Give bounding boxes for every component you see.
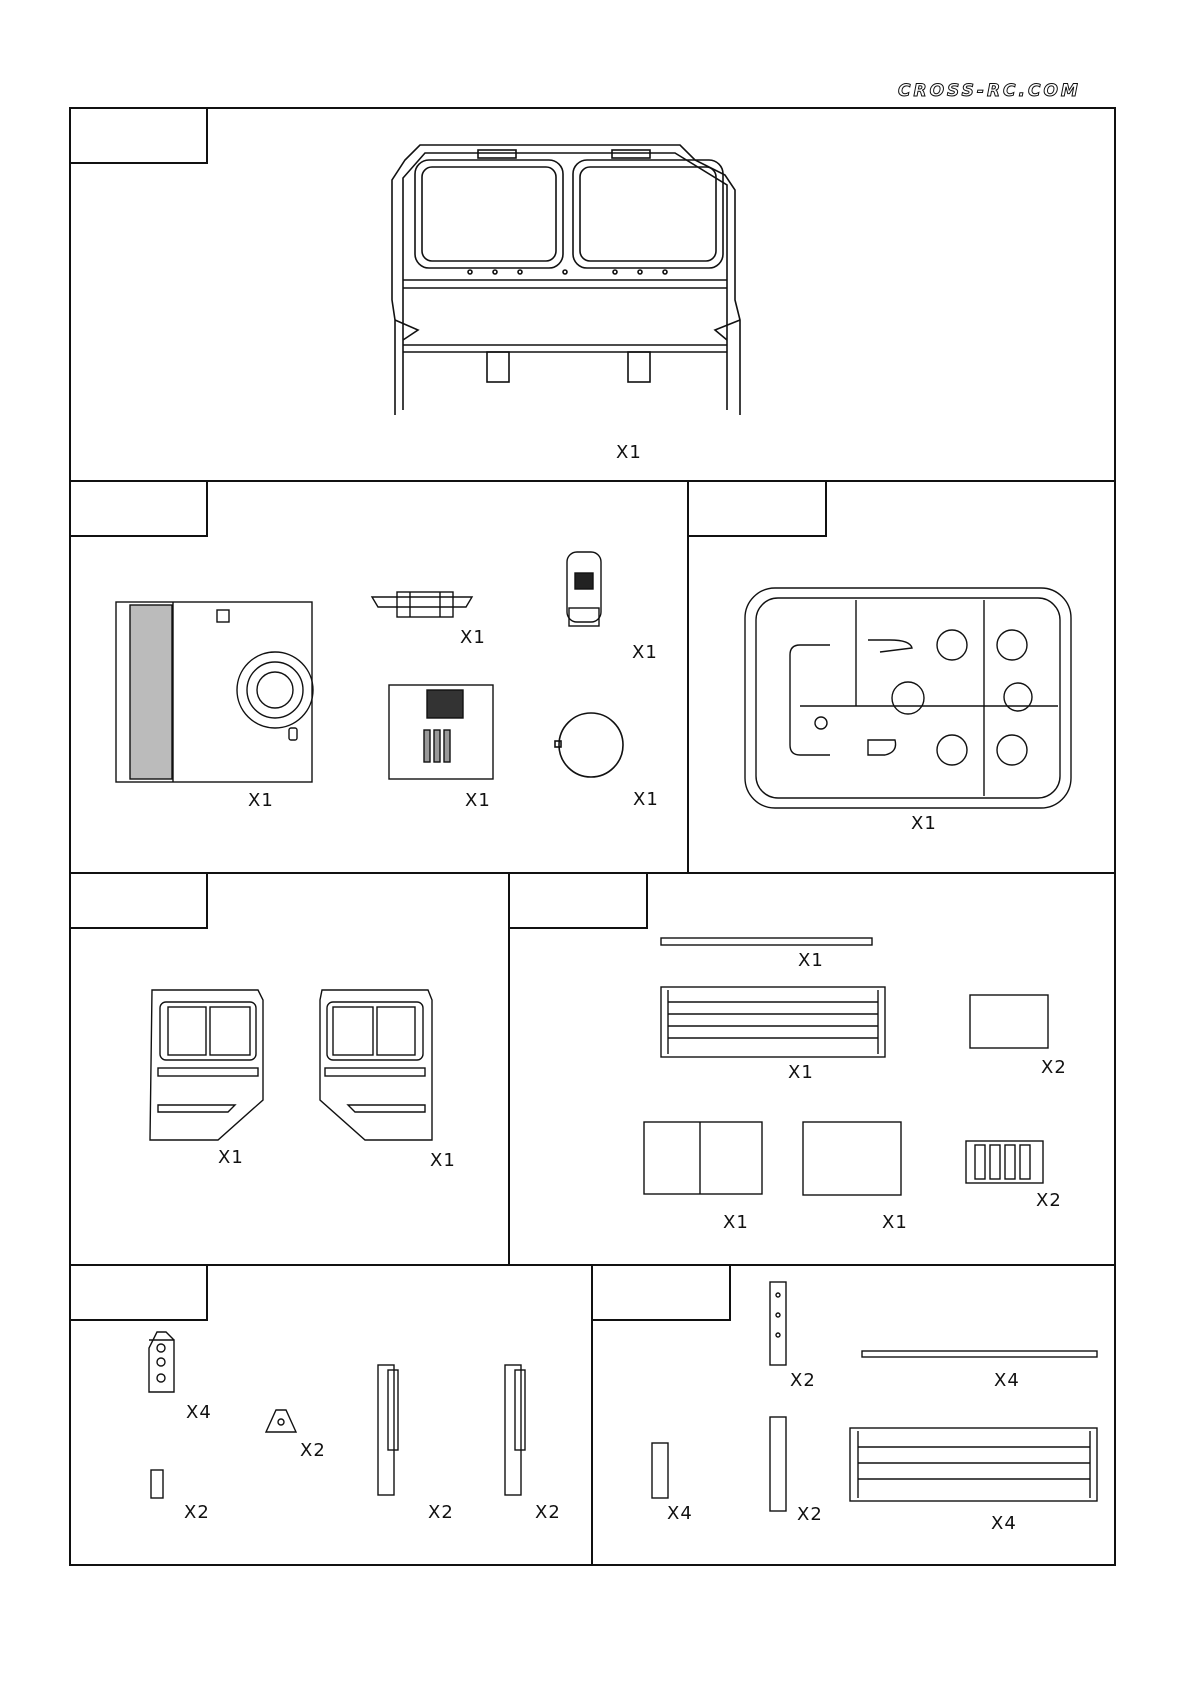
qty-label: X2 <box>790 1370 816 1391</box>
qty-label: X4 <box>994 1370 1020 1391</box>
qty-label: X4 <box>991 1513 1017 1534</box>
qty-label: X4 <box>667 1503 693 1524</box>
qty-label: X2 <box>797 1504 823 1525</box>
